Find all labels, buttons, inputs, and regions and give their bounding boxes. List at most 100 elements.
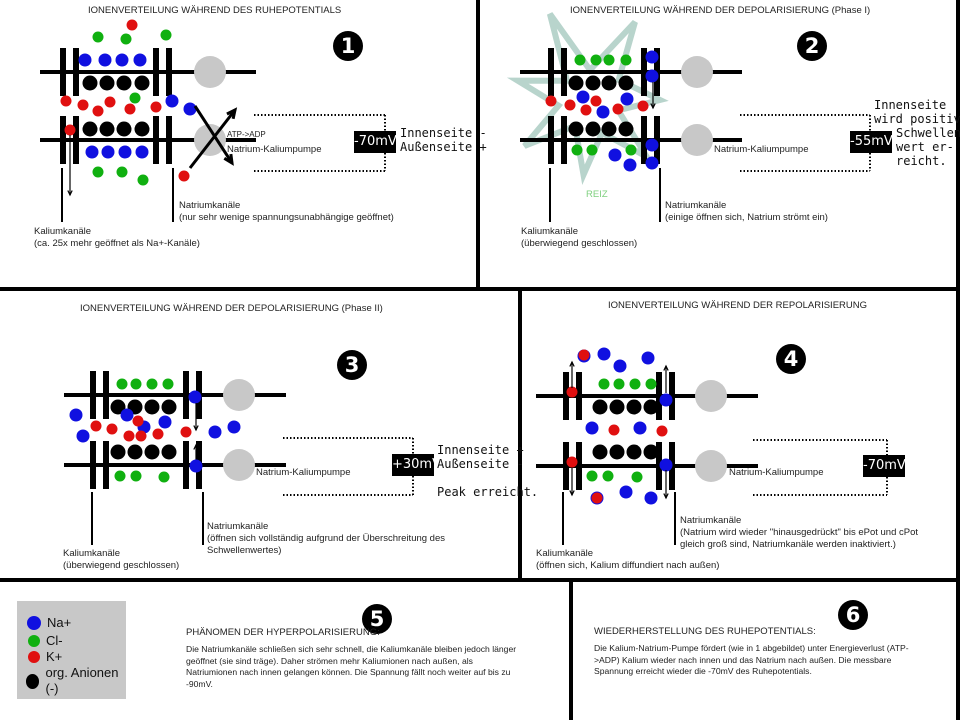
anion-ion <box>592 444 608 460</box>
k-ion <box>60 95 72 107</box>
natrium-channel-label: Natriumkanäle (Natrium wird wieder "hina… <box>680 515 918 551</box>
na-ion <box>623 158 637 172</box>
voltage-badge: -55mV <box>850 131 893 153</box>
na-ion <box>608 148 622 162</box>
k-ion <box>77 99 89 111</box>
anion-ion <box>601 75 617 91</box>
label-line: Kaliumkanäle <box>521 226 579 237</box>
pump-arrow-in-head <box>226 107 238 120</box>
sodium-arrow-lower-head <box>663 493 669 500</box>
membrane-diagram-3 <box>64 371 414 545</box>
anion-ion <box>601 121 617 137</box>
na-ion <box>641 351 655 365</box>
step-number-3-badge: 3 <box>337 350 367 380</box>
k-ion <box>135 430 147 442</box>
k-ion <box>566 386 578 398</box>
na-ion <box>189 459 203 473</box>
na-ion <box>645 156 659 170</box>
pump-arrow-out <box>193 105 234 164</box>
voltage-badge: -70mV <box>863 455 906 477</box>
membrane-diagram-1 <box>40 19 386 222</box>
potassium-efflux-arrow-head <box>67 190 73 197</box>
sodium-influx-arrow-head <box>193 425 199 432</box>
k-ion <box>656 425 668 437</box>
step-number-6-badge: 6 <box>838 600 868 630</box>
legend-label: org. Anionen (-) <box>45 665 119 696</box>
na-ion <box>115 53 129 67</box>
divider-middle-vertical <box>518 287 522 580</box>
k-ion <box>566 456 578 468</box>
cl-ion <box>574 54 586 66</box>
cl-ion <box>137 174 149 186</box>
k-ion <box>64 124 76 136</box>
k-ion <box>104 96 116 108</box>
cl-ion <box>162 378 174 390</box>
k-ion <box>178 170 190 182</box>
anion-ion <box>643 399 659 415</box>
na-ion <box>576 90 590 104</box>
border-right <box>956 0 960 720</box>
panel-1-title: IONENVERTEILUNG WÄHREND DES RUHEPOTENTIA… <box>88 5 342 16</box>
anion-ion <box>618 121 634 137</box>
cl-ion <box>590 54 602 66</box>
panel-6-heading: WIEDERHERSTELLUNG DES RUHEPOTENTIALS: <box>594 626 816 637</box>
step-number-5-badge: 5 <box>362 604 392 634</box>
k-ion <box>90 420 102 432</box>
panel-3-title: IONENVERTEILUNG WÄHREND DER DEPOLARISIER… <box>80 303 383 314</box>
voltage-badge: -70mV <box>354 131 397 153</box>
na-ion <box>69 408 83 422</box>
cl-ion <box>116 166 128 178</box>
na-ion <box>188 390 202 404</box>
na-ion <box>597 347 611 361</box>
sodium-potassium-pump <box>695 450 727 482</box>
na-ion <box>619 485 633 499</box>
label-line: Natriumkanäle <box>207 521 269 532</box>
cl-ion <box>120 33 132 45</box>
na-ion <box>645 69 659 83</box>
na-ion <box>613 359 627 373</box>
k-ion <box>578 349 590 361</box>
label-line: Kaliumkanäle <box>63 548 121 559</box>
cl-ion <box>158 471 170 483</box>
label-line: gleich groß sind, Natriumkanäle werden i… <box>680 539 896 550</box>
side-text-line: wert er- <box>896 140 954 154</box>
side-text-line: Innenseite <box>874 98 947 112</box>
na-ion <box>85 145 99 159</box>
side-text-line: Außenseite - <box>437 457 524 471</box>
anion-ion <box>134 75 150 91</box>
anion-ion <box>618 75 634 91</box>
natrium-channel-label: Natriumkanäle (öffnen sich vollständig a… <box>207 521 445 557</box>
side-text-line: Außenseite + <box>400 140 487 154</box>
anion-ion <box>82 121 98 137</box>
anion-ion <box>134 121 150 137</box>
legend-label: Cl- <box>46 633 63 648</box>
na-ion <box>78 53 92 67</box>
cl-ion <box>130 470 142 482</box>
anion-ion <box>609 444 625 460</box>
k-ion <box>124 103 136 115</box>
anion-ion <box>161 444 177 460</box>
kalium-channel-label: Kaliumkanäle (öffnen sich, Kalium diffun… <box>536 548 719 572</box>
legend-label: Na+ <box>47 615 72 630</box>
potassium-efflux-arrow-head <box>569 360 575 367</box>
na-ion <box>165 94 179 108</box>
anion-ion <box>116 121 132 137</box>
pump-label: Natrium-Kaliumpumpe <box>227 144 322 155</box>
k-ion <box>180 426 192 438</box>
pump-label: Natrium-Kaliumpumpe <box>729 467 824 478</box>
side-text-line: wird positiver, <box>874 112 960 126</box>
k-ion <box>637 100 649 112</box>
cl-ion <box>629 378 641 390</box>
cl-ion <box>620 54 632 66</box>
k-ion <box>92 105 104 117</box>
sodium-potassium-pump <box>695 380 727 412</box>
divider-top-vertical <box>476 0 480 290</box>
na-ion <box>208 425 222 439</box>
na-ion <box>118 145 132 159</box>
anion-ion <box>82 75 98 91</box>
legend-item-k: K+ <box>27 649 62 665</box>
na-ion <box>620 92 634 106</box>
sodium-potassium-pump <box>223 379 255 411</box>
step-number-1-badge: 1 <box>333 31 363 61</box>
membrane-side-text: Innenseite + Außenseite - Peak erreicht. <box>437 443 538 499</box>
